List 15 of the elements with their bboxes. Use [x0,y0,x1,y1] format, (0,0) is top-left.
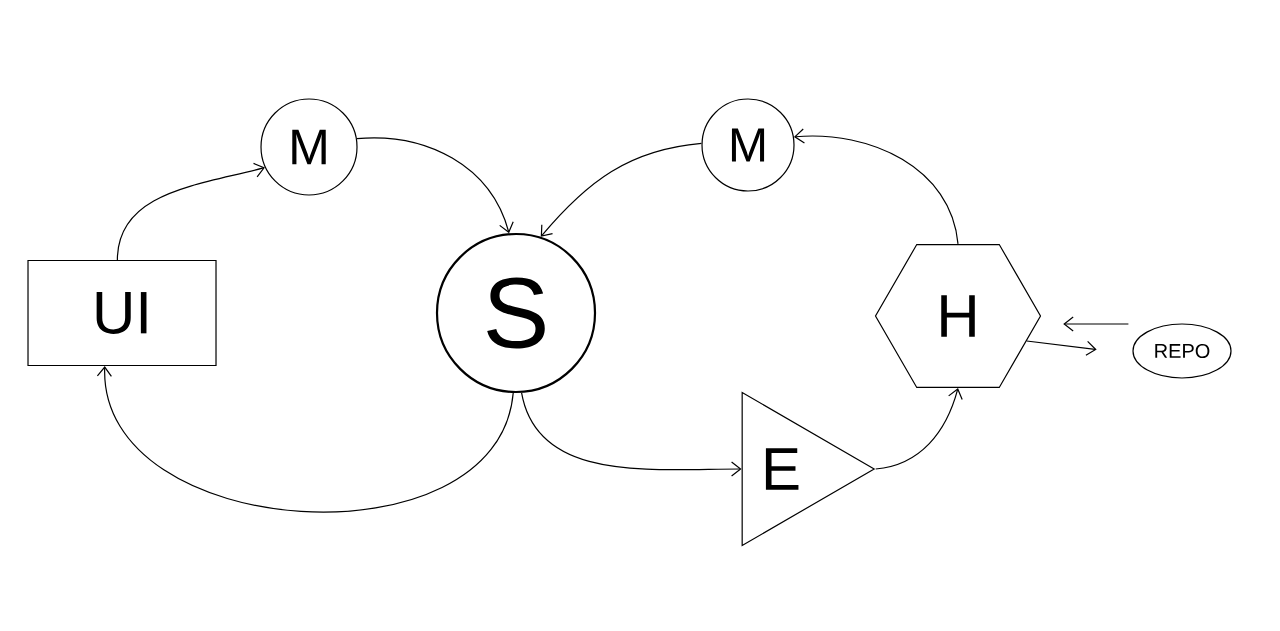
ellipse-node: REPO [1132,323,1232,379]
arrow [793,128,959,245]
rectangle-node: UI [27,259,217,367]
arrow [540,142,703,237]
arrow [1063,316,1129,332]
arrow [1026,340,1097,356]
arrow [96,366,514,512]
hexagon-node: H [874,243,1042,389]
circle-node: M [701,98,795,192]
arrow [356,137,514,234]
arrow [116,162,265,261]
circle-node: M [260,98,358,196]
circle-node: S [435,232,597,394]
arrow [875,388,963,470]
arrow [521,392,742,477]
